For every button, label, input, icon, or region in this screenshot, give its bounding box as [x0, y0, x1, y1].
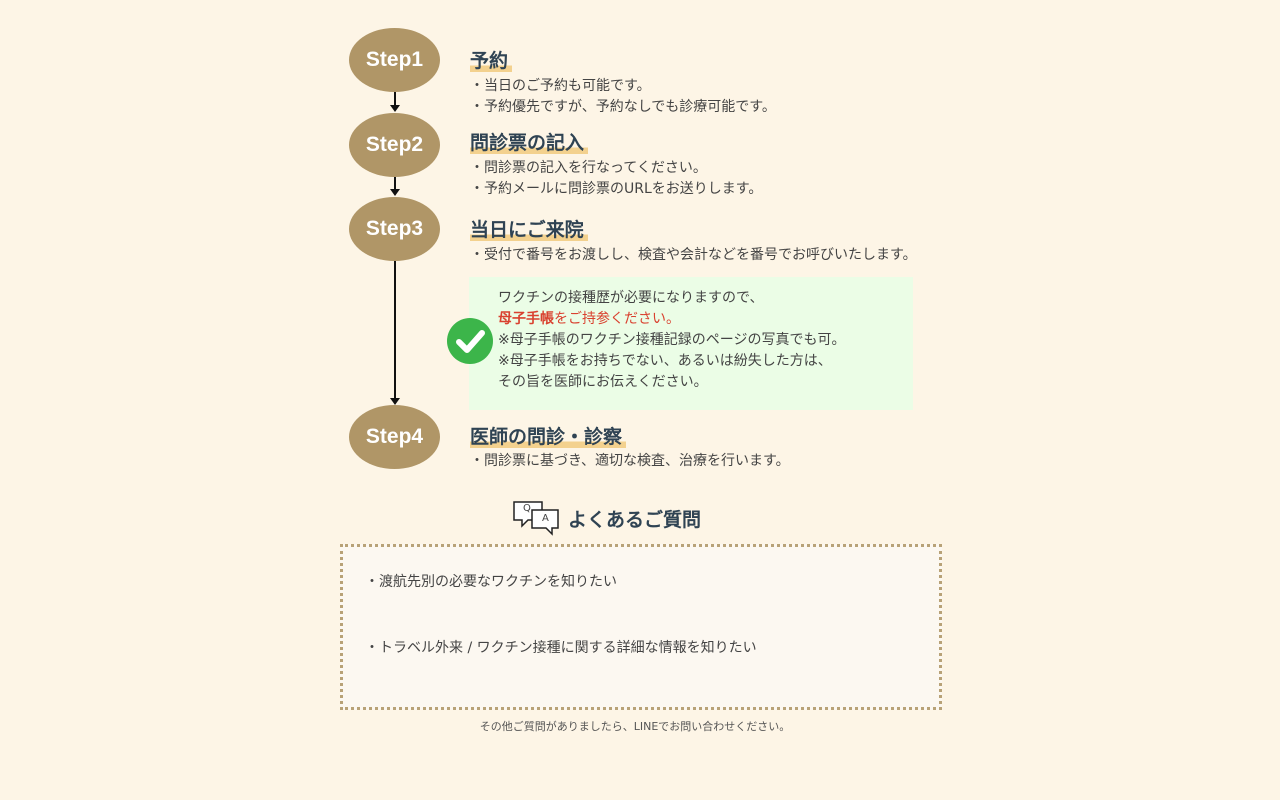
- qa-chat-icon: Q A: [512, 500, 562, 538]
- arrow-down-icon: [390, 105, 400, 112]
- arrow-down-icon: [390, 189, 400, 196]
- step-3-title: 当日にご来院: [470, 219, 588, 241]
- step-1-title: 予約: [470, 50, 513, 72]
- step-2-title: 問診票の記入: [470, 132, 589, 154]
- note-line: ※母子手帳のワクチン接種記録のページの写真でも可。: [498, 332, 846, 348]
- note-line: ※母子手帳をお持ちでない、あるいは紛失した方は、: [498, 353, 832, 369]
- faq-footer: その他ご質問がありましたら、LINEでお問い合わせください。: [479, 720, 791, 733]
- connector-line: [394, 261, 396, 399]
- faq-heading: よくあるご質問: [568, 509, 702, 531]
- note-line: ワクチンの接種歴が必要になりますので、: [498, 290, 764, 306]
- a-letter: A: [542, 513, 549, 524]
- connector-line: [394, 92, 396, 106]
- arrow-down-icon: [390, 398, 400, 405]
- step-1-text: ・予約優先ですが、予約なしでも診療可能です。: [470, 99, 776, 115]
- note-line: をご持参ください。: [554, 311, 680, 327]
- step-1-text: ・当日のご予約も可能です。: [470, 78, 651, 94]
- step-3-badge: Step3: [349, 197, 440, 261]
- note-line: その旨を医師にお伝えください。: [498, 374, 708, 390]
- step-4-text: ・問診票に基づき、適切な検査、治療を行います。: [470, 453, 790, 469]
- step-2-text: ・予約メールに問診票のURLをお送りします。: [470, 181, 763, 197]
- note-highlight: 母子手帳: [498, 311, 554, 327]
- step-4-title: 医師の問診・診察: [470, 426, 627, 448]
- step-1-badge: Step1: [349, 28, 440, 92]
- connector-line: [394, 177, 396, 190]
- faq-item-link[interactable]: ・渡航先別の必要なワクチンを知りたい: [365, 574, 617, 590]
- step-4-badge: Step4: [349, 405, 440, 469]
- check-icon: [447, 318, 493, 364]
- step-2-badge: Step2: [349, 113, 440, 177]
- step-3-text: ・受付で番号をお渡しし、検査や会計などを番号でお呼びいたします。: [470, 247, 917, 263]
- vaccine-note-box: ワクチンの接種歴が必要になりますので、 母子手帳をご持参ください。 ※母子手帳の…: [469, 277, 913, 410]
- faq-box: ・渡航先別の必要なワクチンを知りたい ・トラベル外来 / ワクチン接種に関する詳…: [340, 544, 942, 710]
- q-letter: Q: [523, 503, 531, 514]
- faq-item-link[interactable]: ・トラベル外来 / ワクチン接種に関する詳細な情報を知りたい: [365, 640, 757, 656]
- step-2-text: ・問診票の記入を行なってください。: [470, 160, 707, 176]
